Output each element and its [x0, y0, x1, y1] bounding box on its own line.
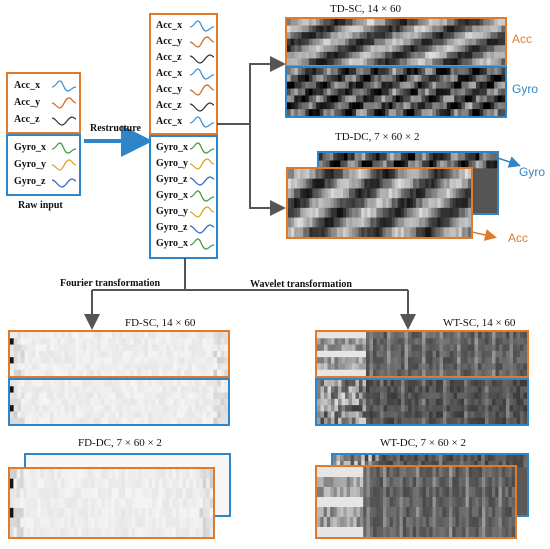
- restructure-acc-wave-icon: [189, 54, 215, 64]
- restructure-acc-label: Acc_z: [156, 100, 182, 111]
- raw-acc-wave-icon: [51, 97, 77, 109]
- restructure-gyro-wave-icon: [189, 224, 215, 234]
- raw-acc-box: [6, 72, 81, 134]
- wt-dc-title: WT-DC, 7 × 60 × 2: [380, 437, 466, 449]
- td-sc-title: TD-SC, 14 × 60: [330, 3, 401, 15]
- td-dc-gyro-label: Gyro: [519, 165, 546, 179]
- raw-gyro-wave-icon: [51, 159, 77, 171]
- raw-acc-wave-icon: [51, 80, 77, 92]
- restructure-gyro-label: Gyro_x: [156, 142, 189, 153]
- arrow-to-td-sc: [217, 56, 286, 125]
- restructure-acc-wave-icon: [189, 68, 215, 80]
- fd-dc-title: FD-DC, 7 × 60 × 2: [78, 437, 162, 449]
- restructure-gyro-label: Gyro_z: [156, 174, 188, 185]
- fd-sc-title: FD-SC, 14 × 60: [125, 317, 196, 329]
- raw-gyro-wave-icon: [51, 142, 77, 154]
- arrow-to-td-dc: [249, 124, 286, 216]
- fourier-label: Fourier transformation: [60, 278, 161, 289]
- restructure-acc-wave-icon: [189, 20, 215, 32]
- restructure-label: Restructure: [90, 123, 141, 134]
- restructure-acc-wave-icon: [189, 36, 215, 48]
- restructure-gyro-label: Gyro_x: [156, 238, 189, 249]
- restructure-gyro-wave-icon: [189, 206, 215, 218]
- branch-connector: [92, 258, 408, 291]
- restructure-acc-wave-icon: [189, 84, 215, 96]
- td-sc-gyro-label: Gyro: [512, 82, 539, 96]
- wt-sc-title: WT-SC, 14 × 60: [443, 317, 516, 329]
- td-sc-acc-label: Acc: [512, 32, 533, 46]
- td-dc-acc-arrow: [471, 229, 497, 241]
- raw-gyro-label: Gyro_x: [14, 142, 47, 153]
- raw-gyro-box: [6, 134, 81, 196]
- restructure-gyro-wave-icon: [189, 158, 215, 170]
- restructure-acc-label: Acc_y: [156, 36, 183, 47]
- restructure-gyro-wave-icon: [189, 142, 215, 154]
- raw-acc-label: Acc_y: [14, 97, 41, 108]
- restructure-acc-label: Acc_z: [156, 52, 182, 63]
- restructure-gyro-wave-icon: [189, 238, 215, 250]
- restructure-gyro-label: Gyro_z: [156, 222, 188, 233]
- restructure-acc-label: Acc_x: [156, 116, 183, 127]
- restructure-gyro-label: Gyro_y: [156, 158, 189, 169]
- raw-acc-wave-icon: [51, 116, 77, 126]
- restructure-acc-label: Acc_x: [156, 68, 183, 79]
- raw-acc-label: Acc_x: [14, 80, 41, 91]
- td-dc-title: TD-DC, 7 × 60 × 2: [335, 131, 420, 143]
- restructure-acc-wave-icon: [189, 116, 215, 128]
- td-dc-gyro-arrow: [497, 156, 521, 168]
- restructure-acc-box: [149, 13, 218, 135]
- restructure-gyro-label: Gyro_y: [156, 206, 189, 217]
- td-dc-acc-label: Acc: [508, 231, 529, 245]
- restructure-acc-label: Acc_y: [156, 84, 183, 95]
- restructure-acc-label: Acc_x: [156, 20, 183, 31]
- raw-acc-label: Acc_z: [14, 114, 40, 125]
- restructure-gyro-box: [149, 135, 218, 259]
- restructure-gyro-wave-icon: [189, 176, 215, 186]
- restructure-gyro-label: Gyro_x: [156, 190, 189, 201]
- raw-gyro-label: Gyro_y: [14, 159, 47, 170]
- restructure-gyro-wave-icon: [189, 190, 215, 202]
- restructure-acc-wave-icon: [189, 102, 215, 112]
- wavelet-label: Wavelet transformation: [250, 279, 352, 290]
- raw-gyro-label: Gyro_z: [14, 176, 46, 187]
- raw-gyro-wave-icon: [51, 178, 77, 188]
- raw-input-caption: Raw input: [18, 200, 63, 211]
